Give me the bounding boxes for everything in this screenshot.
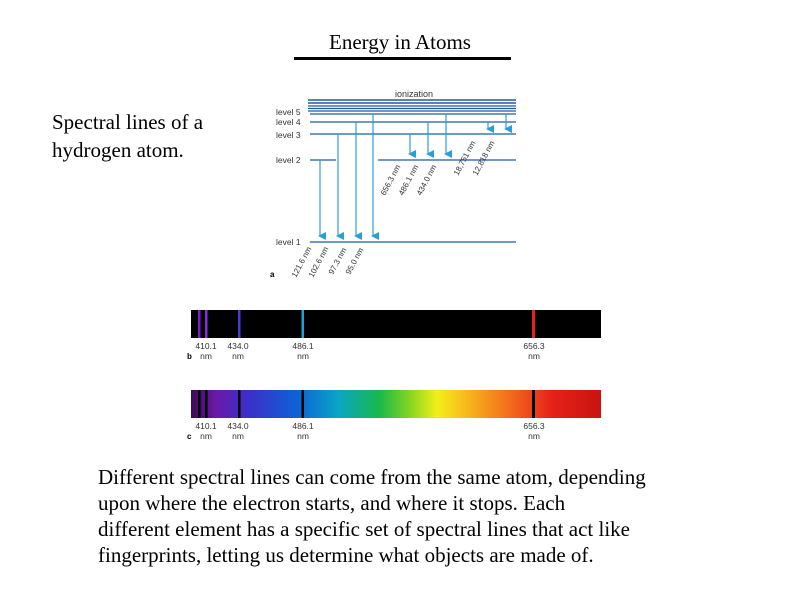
absorption-spectrum: 410.1 nm 434.0 nm 486.1 nm 656.3 nm c [187,390,601,441]
emission-spectrum: 410.1 nm 434.0 nm 486.1 nm 656.3 nm b [187,310,601,361]
emission-value-label: 486.1 [292,341,314,351]
ionization-band [308,99,516,112]
absorption-line-434 [238,390,241,418]
absorption-unit-label: nm [297,431,309,441]
title-underline [294,57,511,60]
absorption-value-label: 410.1 [195,421,217,431]
level-1-label: level 1 [276,237,301,247]
diagram-caption: Spectral lines of a hydrogen atom. [52,108,252,164]
level-5-label: level 5 [276,107,301,117]
slide-title: Energy in Atoms [329,30,471,54]
emission-line-434 [238,310,241,338]
emission-unit-label: nm [232,351,244,361]
description-line: fingerprints, letting us determine what … [98,543,594,567]
absorption-line-410 [205,390,208,418]
absorption-unit-label: nm [232,431,244,441]
absorption-line-410 [198,390,201,418]
emission-value-label: 656.3 [523,341,545,351]
emission-unit-label: nm [200,351,212,361]
absorption-unit-label: nm [528,431,540,441]
description-line: different element has a specific set of … [98,517,630,541]
emission-line-410 [198,310,201,338]
description-line: upon where the electron starts, and wher… [98,491,566,515]
energy-level-diagram: ionization level 5 level 4 level 3 level… [270,89,516,279]
emission-unit-label: nm [528,351,540,361]
absorption-unit-label: nm [200,431,212,441]
panel-label-c: c [187,432,192,441]
absorption-line-486 [301,390,304,418]
absorption-spectrum-bar [191,390,601,418]
emission-unit-label: nm [297,351,309,361]
ionization-label: ionization [395,89,433,99]
panel-label-b: b [187,352,192,361]
description-text: Different spectral lines can come from t… [98,464,758,568]
level-3-label: level 3 [276,130,301,140]
caption-line: Spectral lines of a [52,110,204,134]
emission-spectrum-bar [191,310,601,338]
absorption-value-label: 486.1 [292,421,314,431]
caption-line: hydrogen atom. [52,138,184,162]
absorption-line-656 [532,390,535,418]
description-line: Different spectral lines can come from t… [98,465,646,489]
emission-value-label: 410.1 [195,341,217,351]
absorption-value-label: 656.3 [523,421,545,431]
level-4-label: level 4 [276,117,301,127]
emission-line-410 [205,310,208,338]
level-2-label: level 2 [276,155,301,165]
absorption-value-label: 434.0 [227,421,249,431]
emission-value-label: 434.0 [227,341,249,351]
emission-line-486 [301,310,304,338]
emission-line-656 [532,310,535,338]
panel-label-a: a [270,270,275,279]
